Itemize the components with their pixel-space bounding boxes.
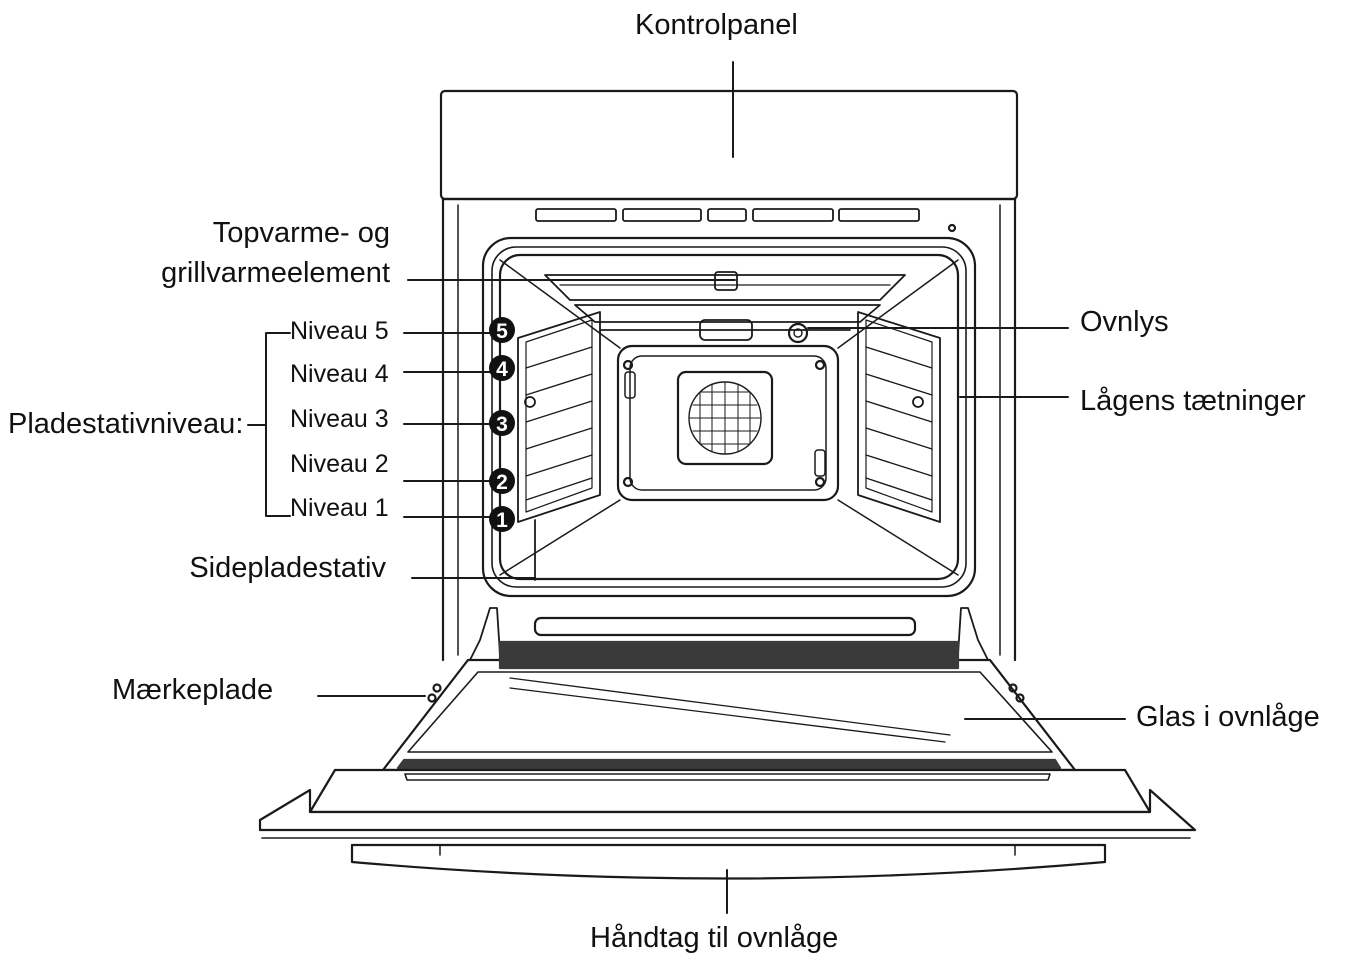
label-oven-light: Ovnlys	[1080, 306, 1169, 338]
leader-lines	[247, 61, 1126, 914]
level-4-badge	[489, 355, 515, 381]
door-seal	[481, 236, 977, 598]
control-panel-box	[439, 89, 1019, 201]
label-door-glass: Glas i ovnlåge	[1136, 701, 1320, 733]
level-5-badge	[489, 317, 515, 343]
door-handle	[350, 843, 1107, 880]
door-glass	[407, 671, 1053, 753]
oven-door	[308, 768, 1152, 814]
label-level-5: Niveau 5	[290, 317, 389, 345]
left-side-rack	[517, 311, 601, 581]
label-side-rack: Sidepladestativ	[189, 552, 386, 584]
label-door-seals: Lågens tætninger	[1080, 385, 1306, 417]
oven-cavity	[498, 253, 960, 581]
top-heater	[544, 271, 906, 341]
level-2-num: 2	[496, 471, 508, 494]
level-3-badge	[489, 410, 515, 436]
level-2-badge	[489, 468, 515, 494]
level-3-num: 3	[496, 413, 508, 436]
label-level-2: Niveau 2	[290, 450, 389, 478]
top-vents	[535, 208, 920, 222]
level-badges: 5 4 3 2 1	[489, 317, 515, 532]
level-1-badge	[489, 506, 515, 532]
level-4-num: 4	[496, 358, 508, 381]
fan-grille	[689, 381, 761, 455]
fan-cover	[676, 370, 774, 466]
label-top-heater-line1: Topvarme- og	[212, 217, 390, 249]
label-top-heater-line2: grillvarmeelement	[161, 257, 390, 289]
label-level-4: Niveau 4	[290, 360, 389, 388]
label-door-handle: Håndtag til ovnlåge	[590, 922, 839, 954]
oven-body	[441, 197, 1017, 662]
back-wall	[616, 344, 840, 502]
oven-light	[787, 322, 809, 344]
label-level-3: Niveau 3	[290, 405, 389, 433]
level-1-num: 1	[496, 509, 508, 532]
right-side-rack	[857, 311, 941, 523]
level-5-num: 5	[496, 320, 508, 343]
label-level-1: Niveau 1	[290, 494, 389, 522]
label-control-panel: Kontrolpanel	[635, 9, 798, 41]
label-rack-levels: Pladestativniveau:	[8, 408, 244, 440]
label-rating-plate: Mærkeplade	[112, 674, 274, 706]
